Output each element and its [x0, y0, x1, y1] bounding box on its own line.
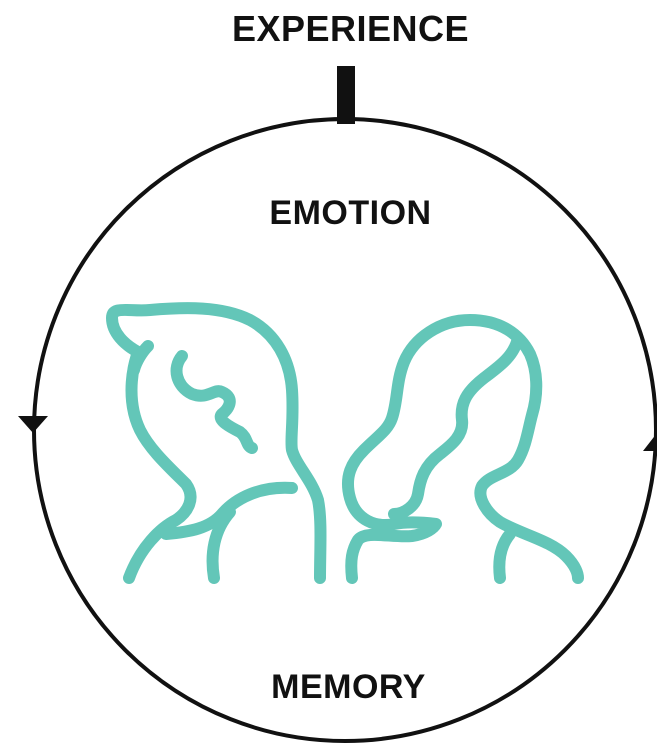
man-figure-icon [112, 308, 321, 578]
memory-label: MEMORY [20, 668, 657, 707]
right-arrow-icon [643, 433, 657, 451]
top-tick-marker [337, 66, 355, 124]
two-people-back-to-back-icon [112, 308, 578, 578]
woman-figure-icon [348, 320, 578, 578]
experience-label-text: EXPERIENCE [232, 8, 469, 50]
left-arrow-icon [18, 416, 48, 433]
emotion-label: EMOTION [22, 194, 657, 233]
experience-label: EXPERIENCE [18, 8, 657, 50]
